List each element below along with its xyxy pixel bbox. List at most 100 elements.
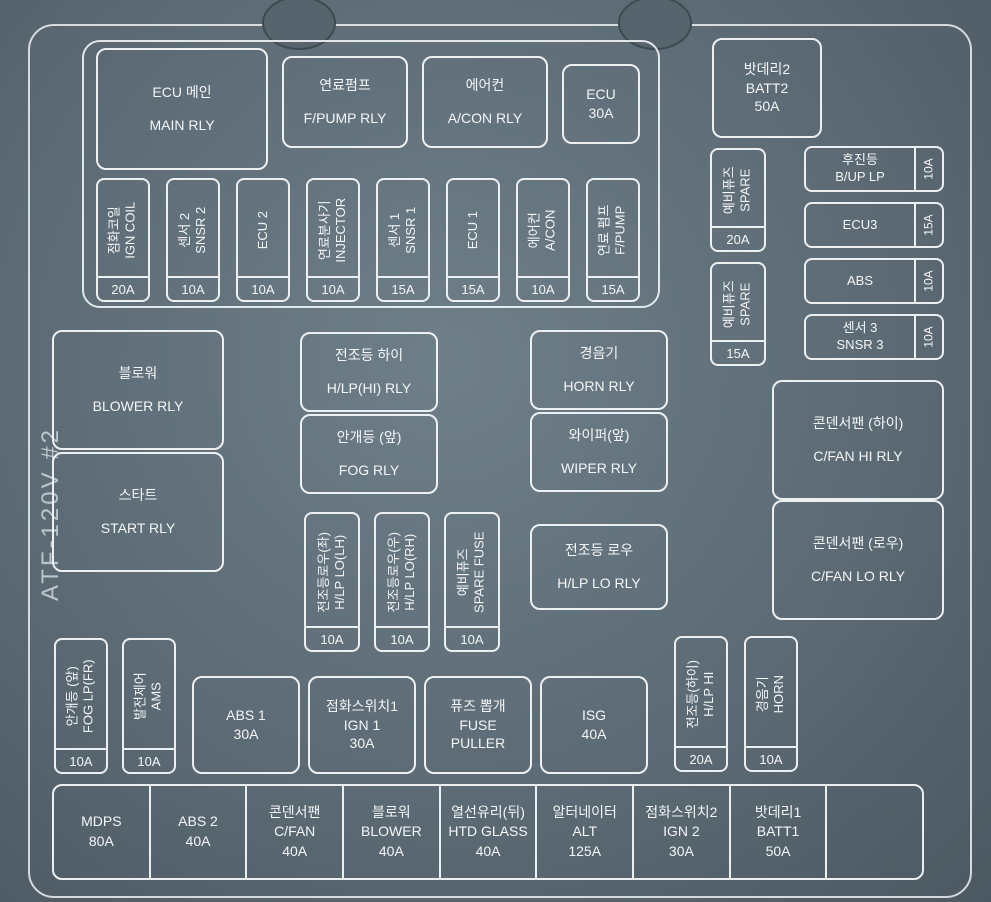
fuse-ko-label: 센서 2 [176, 212, 192, 248]
fuse-headlamp-low-lh[interactable]: 전조등로우(좌)H/LP LO(LH) 10A [304, 512, 360, 652]
fuse-en-label: HORN [771, 674, 786, 714]
fuse-en-label: SPARE [738, 168, 753, 212]
relay-ko-label: 블로워 [118, 365, 158, 382]
relay-ecu-main[interactable]: ECU 메인 MAIN RLY [96, 48, 268, 170]
fuse-isg[interactable]: ISG 40A [540, 676, 648, 774]
fuse-amp-label: 30A [668, 842, 694, 859]
relay-start[interactable]: 스타트 START RLY [52, 452, 224, 572]
fuse-amp-label: 20A [676, 746, 726, 770]
fuse-cfan[interactable]: 콘덴서팬 C/FAN 40A [247, 786, 345, 878]
fuse-empty-slot[interactable] [827, 786, 922, 878]
bottom-fusible-link-row: MDPS 80A ABS 2 40A 콘덴서팬 C/FAN 40A 블로워 BL… [52, 784, 924, 880]
fuse-ecu-3[interactable]: ECU3 15A [804, 202, 944, 248]
fuse-en-label: SNSR 1 [403, 206, 418, 254]
relay-blower[interactable]: 블로워 BLOWER RLY [52, 330, 224, 450]
fuse-abs-2[interactable]: ABS 2 40A [151, 786, 248, 878]
fuse-en-label: ABS 1 [226, 707, 266, 724]
relay-en-label: BLOWER RLY [92, 398, 184, 414]
relay-ko-label: 에어컨 [465, 77, 505, 94]
fuse-ko-label: 후진등 [842, 152, 878, 168]
relay-wiper[interactable]: 와이퍼(앞) WIPER RLY [530, 412, 668, 492]
relay-en-label: START RLY [100, 520, 176, 536]
fuse-amp-label: 15A [378, 276, 428, 300]
fuse-battery-1[interactable]: 밧데리1 BATT1 50A [731, 786, 828, 878]
relay-aircon[interactable]: 에어컨 A/CON RLY [422, 56, 548, 148]
fuse-amp-label: 40A [378, 842, 404, 859]
fuse-fog-lamp-front[interactable]: 안개등 (앞)FOG LP(FR) 10A [54, 638, 108, 774]
fuse-en-label: ECU 1 [464, 210, 480, 250]
fuse-ko-label: 연료 펌프 [596, 204, 612, 256]
fuse-amp-label: 80A [88, 833, 114, 849]
fuse-ignition-1[interactable]: 점화스위치1 IGN 1 30A [308, 676, 416, 774]
fuse-en-label: BATT2 [745, 79, 789, 96]
fuse-en-label: H/LP LO(LH) [332, 534, 348, 610]
relay-fog[interactable]: 안개등 (앞) FOG RLY [300, 414, 438, 494]
fuse-en-label: FOG LP(FR) [81, 659, 97, 733]
fuse-ko-label: 예비퓨즈 [721, 166, 737, 214]
fuse-en-label: ECU3 [842, 216, 878, 232]
relay-ko-label: 안개등 (앞) [336, 429, 402, 446]
fuse-en-label: MDPS [81, 813, 122, 830]
fuse-ecu[interactable]: ECU 30A [562, 64, 640, 144]
fuse-ko-label: 점화코일 [106, 206, 122, 254]
fuse-ko-label: 연료분사기 [316, 200, 332, 260]
fuse-ko-label: 에어컨 [526, 212, 542, 248]
fuse-en-label: BLOWER [361, 823, 422, 840]
fuse-amp-label: 10A [124, 748, 174, 772]
fuse-abs[interactable]: ABS 10A [804, 258, 944, 304]
relay-en-label: HORN RLY [563, 378, 635, 394]
relay-cfan-high[interactable]: 콘덴서팬 (하이) C/FAN HI RLY [772, 380, 944, 500]
fuse-en-label: SNSR 3 [836, 337, 884, 352]
fuse-alternator[interactable]: 알터네이터 ALT 125A [537, 786, 635, 878]
fuse-puller-slot[interactable]: 퓨즈 뽑개 FUSE PULLER [424, 676, 532, 774]
relay-headlamp-high[interactable]: 전조등 하이 H/LP(HI) RLY [300, 332, 438, 412]
relay-ko-label: 연료펌프 [319, 77, 371, 94]
fuse-en-label: F/PUMP [613, 205, 629, 255]
fuse-en-label: ALT [572, 823, 598, 840]
fuse-amp-label: 15A [921, 214, 936, 236]
fuse-battery-2[interactable]: 밧데리2 BATT2 50A [712, 38, 822, 138]
relay-ko-label: 콘덴서팬 (로우) [812, 535, 904, 552]
relay-headlamp-low[interactable]: 전조등 로우 H/LP LO RLY [530, 524, 668, 610]
fuse-amp-label: 10A [306, 626, 358, 650]
fuse-amp-label: 10A [56, 748, 106, 772]
fuse-en-label: SPARE FUSE [472, 531, 488, 613]
fuse-en-label: IGN 2 [663, 823, 700, 840]
relay-horn[interactable]: 경음기 HORN RLY [530, 330, 668, 410]
relay-fuel-pump[interactable]: 연료펌프 F/PUMP RLY [282, 56, 408, 148]
fuse-amp-label: 10A [168, 276, 218, 300]
relay-cfan-low[interactable]: 콘덴서팬 (로우) C/FAN LO RLY [772, 500, 944, 620]
fuse-headlamp-high[interactable]: 전조등(하이)H/LP HI 20A [674, 636, 728, 772]
fuse-ecu-2[interactable]: ECU 2 10A [236, 178, 290, 302]
fuse-headlamp-low-rh[interactable]: 전조등로우(우)H/LP LO(RH) 10A [374, 512, 430, 652]
relay-en-label: MAIN RLY [149, 117, 215, 133]
fuse-ko-label: 열선유리(뒤) [451, 803, 525, 820]
relay-en-label: C/FAN LO RLY [811, 568, 905, 584]
fuse-heated-glass[interactable]: 열선유리(뒤) HTD GLASS 40A [441, 786, 538, 878]
fuse-ignition-2[interactable]: 점화스위치2 IGN 2 30A [634, 786, 731, 878]
fuse-ko-label: 센서 1 [386, 212, 402, 248]
fuse-en-label: FUSE [459, 716, 497, 733]
fuse-mdps[interactable]: MDPS 80A [54, 786, 151, 878]
fuse-en-label: H/LP LO(RH) [402, 533, 418, 611]
fuse-amp-label: 10A [518, 276, 568, 300]
relay-en-label: F/PUMP RLY [303, 110, 387, 126]
fuse-blower[interactable]: 블로워 BLOWER 40A [344, 786, 441, 878]
fuse-abs-1[interactable]: ABS 1 30A [192, 676, 300, 774]
fuse-amp-label: 10A [446, 626, 498, 650]
fuse-ecu-1[interactable]: ECU 1 15A [446, 178, 500, 302]
fuse-amp-label: 40A [282, 842, 308, 859]
